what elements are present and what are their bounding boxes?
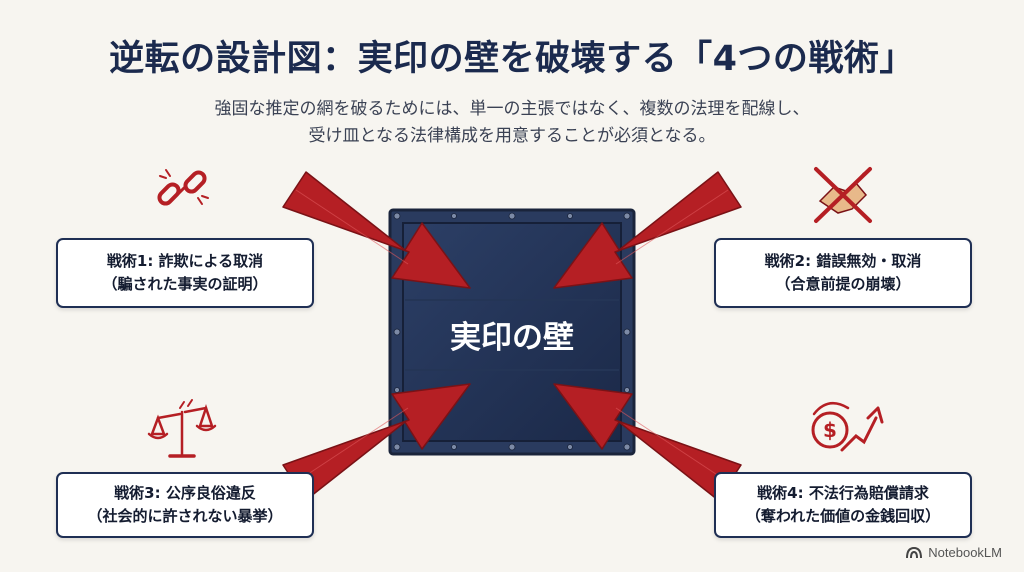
tactic-1-box: 戦術1: 詐欺による取消 （騙された事実の証明） xyxy=(56,238,314,308)
broken-scales-icon xyxy=(147,399,217,458)
arrow-top-left xyxy=(282,171,471,289)
tactic-1-title: 戦術1: 詐欺による取消 xyxy=(106,252,264,270)
tactic-4-detail: （奪われた価値の金銭回収） xyxy=(745,507,941,525)
tactic-4-box: 戦術4: 不法行為賠償請求 （奪われた価値の金銭回収） xyxy=(714,472,972,538)
arrow-bottom-right xyxy=(553,383,742,501)
arrow-bottom-left xyxy=(282,383,471,501)
tactic-1-detail: （騙された事実の証明） xyxy=(102,275,268,293)
broken-chain-icon xyxy=(157,169,209,206)
tactic-2-detail: （合意前提の崩壊） xyxy=(775,275,911,293)
tactic-2-title: 戦術2: 錯誤無効・取消 xyxy=(764,252,922,270)
subtitle-line-1: 強固な推定の網を破るためには、単一の主張ではなく、複数の法理を配線し、 xyxy=(214,99,810,119)
subtitle: 強固な推定の網を破るためには、単一の主張ではなく、複数の法理を配線し、 受け皿と… xyxy=(0,96,1024,150)
arrows xyxy=(282,171,742,501)
tactic-3-title: 戦術3: 公序良俗違反 xyxy=(114,484,256,502)
subtitle-line-2: 受け皿となる法律構成を用意することが必須となる。 xyxy=(308,126,716,146)
svg-text:$: $ xyxy=(823,418,837,442)
notebooklm-logo-icon xyxy=(906,546,923,558)
tactic-2-box: 戦術2: 錯誤無効・取消 （合意前提の崩壊） xyxy=(714,238,972,308)
footer-brand-text: NotebookLM xyxy=(928,545,1002,560)
footer-brand: NotebookLM xyxy=(906,545,1002,560)
crossed-handshake-icon xyxy=(814,167,872,223)
money-recovery-icon: $ xyxy=(811,401,884,452)
tactic-3-box: 戦術3: 公序良俗違反 （社会的に許されない暴挙） xyxy=(56,472,314,538)
tactic-3-detail: （社会的に許されない暴挙） xyxy=(87,507,283,525)
wall-label: 実印の壁 xyxy=(450,320,574,356)
arrow-top-right xyxy=(553,171,742,289)
tactic-4-title: 戦術4: 不法行為賠償請求 xyxy=(757,484,929,502)
page-title: 逆転の設計図：実印の壁を破壊する「4つの戦術」 xyxy=(109,39,915,79)
